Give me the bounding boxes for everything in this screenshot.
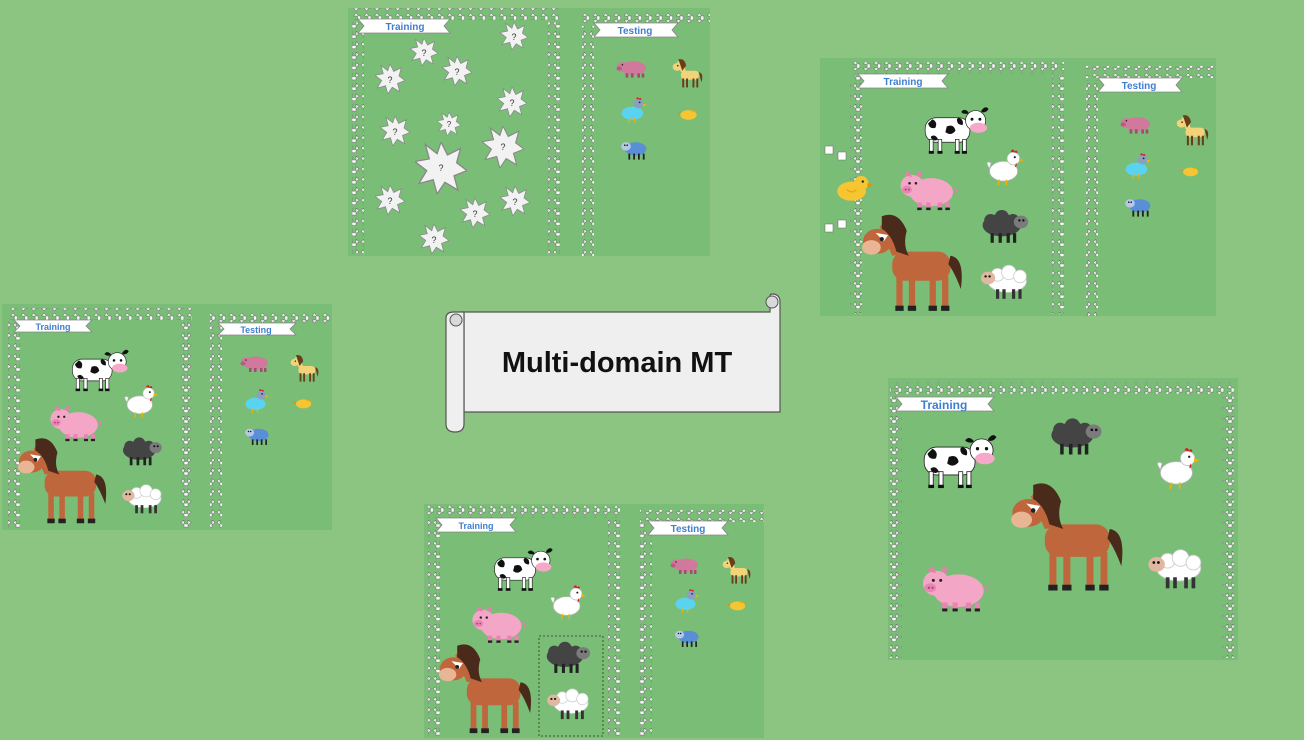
- fence-left: [640, 524, 652, 738]
- svg-text:?: ?: [392, 127, 397, 137]
- selection-box: [538, 635, 604, 737]
- fence-right: [180, 322, 192, 528]
- svg-text:?: ?: [447, 120, 452, 129]
- fence-right: [1052, 76, 1064, 314]
- fence-top: [582, 12, 710, 24]
- testing-banner: Testing: [647, 520, 729, 536]
- svg-text:?: ?: [500, 142, 505, 152]
- svg-text:?: ?: [387, 196, 392, 206]
- scene-left: Training Testing: [2, 304, 332, 530]
- diagram-title: Multi-domain MT: [502, 347, 733, 379]
- fence-right: [1222, 396, 1234, 658]
- unknown-animals: ? ? ? ? ? ? ? ? ? ? ? ? ?: [375, 22, 530, 254]
- unknown-marker: ?: [375, 185, 405, 215]
- fence-top: [640, 510, 764, 522]
- fence-top: [352, 8, 560, 20]
- unknown-marker: ?: [482, 126, 524, 168]
- fence-left: [1086, 80, 1098, 316]
- testing-banner: Testing: [593, 22, 679, 38]
- fence-top: [210, 312, 332, 324]
- unknown-marker: ?: [500, 22, 528, 50]
- svg-text:?: ?: [509, 98, 514, 108]
- testing-label: Testing: [671, 524, 706, 535]
- fence-left: [210, 326, 222, 530]
- fence-top: [890, 382, 1234, 394]
- training-label: Training: [921, 398, 968, 412]
- testing-label: Testing: [240, 325, 271, 335]
- unknown-marker: ?: [442, 56, 472, 86]
- scene-bottom-center: Training Testing: [424, 504, 764, 738]
- training-label: Training: [884, 77, 923, 88]
- unknown-marker: ?: [380, 116, 410, 146]
- fence-left: [428, 520, 440, 738]
- svg-text:?: ?: [454, 67, 459, 77]
- fence-top: [428, 506, 620, 518]
- scene-bottom-right: Training: [888, 378, 1238, 660]
- svg-text:?: ?: [387, 75, 392, 85]
- fence-top: [850, 62, 1064, 74]
- unknown-marker: ?: [375, 64, 405, 94]
- svg-text:?: ?: [511, 32, 516, 42]
- fence-left: [352, 22, 364, 254]
- testing-banner: Testing: [1097, 77, 1183, 93]
- testing-label: Testing: [1122, 81, 1157, 92]
- training-animals: [438, 547, 604, 737]
- scene-panel: [888, 378, 1238, 660]
- training-label: Training: [458, 521, 493, 531]
- unknown-marker: ?: [415, 142, 467, 194]
- training-label: Training: [35, 322, 70, 332]
- fence-left: [890, 396, 902, 658]
- testing-banner: Testing: [217, 322, 297, 336]
- fence-right: [548, 22, 560, 254]
- svg-text:?: ?: [472, 209, 477, 219]
- unknown-marker: ?: [437, 112, 461, 136]
- title-scroll: Multi-domain MT: [445, 293, 781, 433]
- training-banner: Training: [895, 396, 995, 412]
- training-label: Training: [386, 22, 425, 33]
- unknown-marker: ?: [410, 38, 438, 66]
- unknown-marker: ?: [460, 198, 490, 228]
- training-banner: Training: [13, 319, 93, 333]
- scene-unknown-domain: Training Testing ? ? ? ? ? ? ? ? ? ? ? ?…: [348, 8, 710, 256]
- fence-top: [1086, 66, 1216, 78]
- svg-text:?: ?: [512, 197, 517, 207]
- unknown-marker: ?: [497, 87, 527, 117]
- training-banner: Training: [857, 73, 949, 89]
- fence-right: [608, 520, 620, 738]
- unknown-marker: ?: [500, 186, 530, 216]
- broken-fence: [824, 145, 847, 233]
- fence-top: [8, 308, 192, 320]
- svg-text:?: ?: [431, 235, 436, 245]
- fence-left: [582, 26, 594, 256]
- training-banner: Training: [357, 18, 451, 34]
- scene-full-top-right: Training Testing: [820, 58, 1216, 316]
- fence-left: [8, 322, 20, 528]
- unknown-marker: ?: [419, 224, 449, 254]
- svg-text:?: ?: [421, 48, 426, 58]
- testing-label: Testing: [618, 26, 653, 37]
- training-banner: Training: [435, 517, 517, 533]
- svg-text:?: ?: [438, 163, 443, 173]
